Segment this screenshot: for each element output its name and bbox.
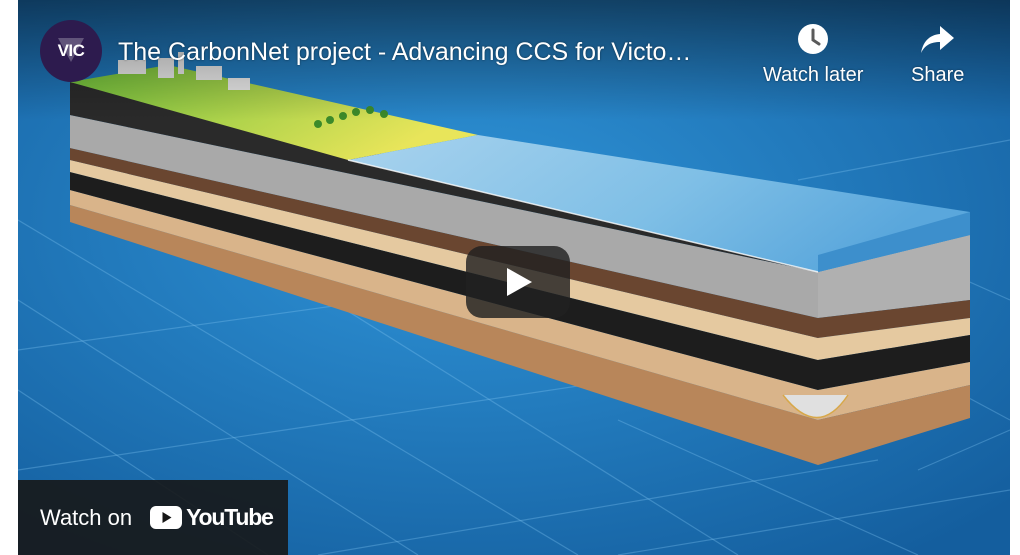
watch-later-button[interactable]: Watch later [763,22,863,87]
youtube-logo: YouTube [150,504,274,531]
play-button[interactable] [466,246,570,318]
industrial-plant [118,52,250,90]
video-title[interactable]: The CarbonNet project - Advancing CCS fo… [118,38,692,66]
ocean-surface [347,135,970,273]
video-player[interactable]: VIC The CarbonNet project - Advancing CC… [18,0,1010,555]
watch-later-label: Watch later [763,64,864,86]
video-thumbnail[interactable] [18,0,1010,555]
vic-triangle-icon [58,38,84,62]
share-label: Share [911,64,965,86]
clock-icon [798,24,829,54]
channel-avatar-text: VIC [57,41,85,60]
land-surface [70,65,478,160]
watch-on-label: Watch on [40,504,133,530]
play-icon [507,268,532,296]
channel-avatar[interactable]: VIC [40,20,102,82]
youtube-wordmark: YouTube [186,504,274,530]
share-arrow-icon [920,26,954,53]
page-left-margin [0,0,18,555]
share-button[interactable]: Share [911,22,964,87]
trees [314,106,388,128]
youtube-logo-icon [150,506,183,529]
strata-side-face [782,235,970,465]
watch-on-youtube-button[interactable]: Watch on YouTube [18,480,288,555]
